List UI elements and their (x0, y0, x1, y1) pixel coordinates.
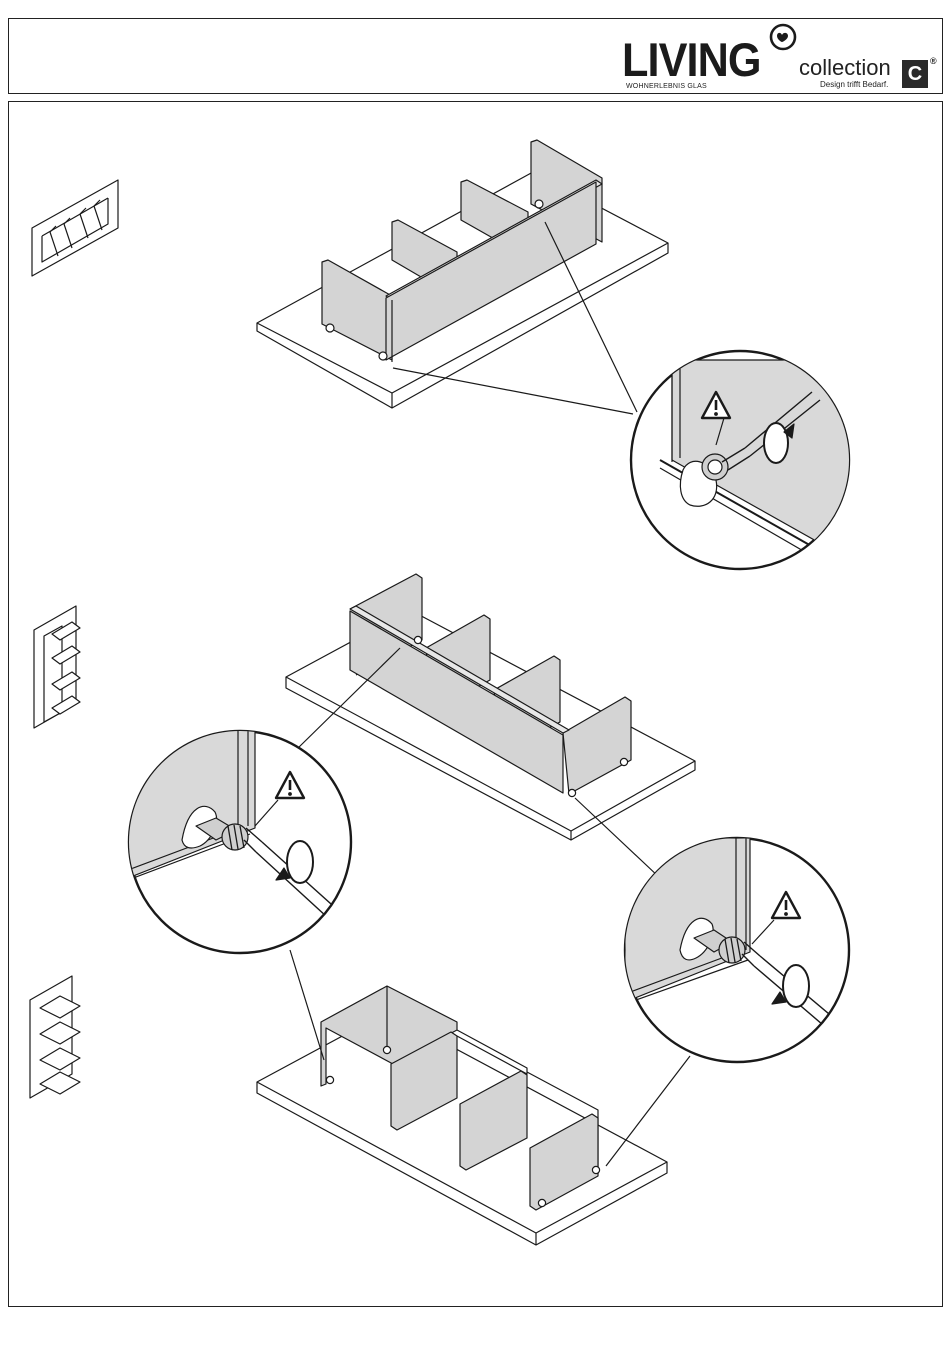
thumbnail-step-2 (34, 606, 80, 728)
thumbnail-step-1 (32, 180, 118, 276)
detail-circle-step-1 (631, 351, 850, 578)
detail-circle-step-3 (625, 838, 860, 1062)
thumbnail-step-3 (30, 976, 80, 1098)
step-1-assembly (257, 140, 668, 414)
detail-circle-step-2 (128, 730, 360, 953)
step-3-assembly (257, 950, 690, 1245)
